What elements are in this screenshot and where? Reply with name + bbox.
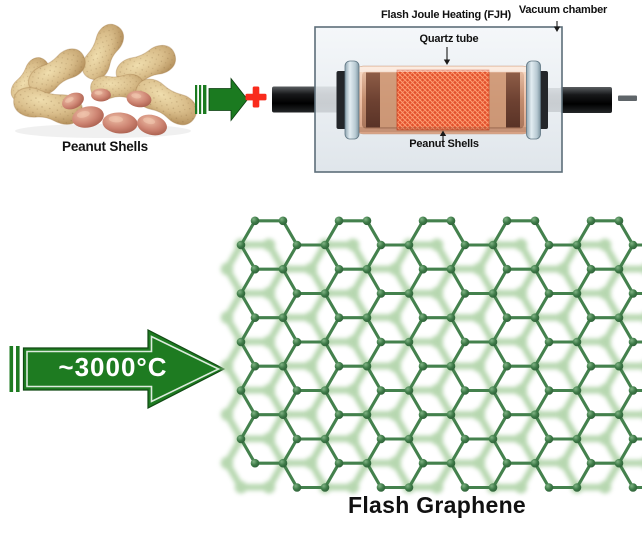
tube-peanut-shells-label: Peanut Shells	[409, 138, 479, 150]
peanut-shells-caption: Peanut Shells	[62, 139, 148, 154]
graphene-lattice	[220, 216, 642, 494]
vacuum-chamber-label: Vacuum chamber	[518, 4, 608, 16]
label-pointer-heads	[439, 26, 561, 136]
quartz-tube-assembly	[336, 60, 548, 140]
temperature-arrow	[9, 329, 226, 409]
flash-graphene-caption: Flash Graphene	[347, 492, 527, 518]
left-collar	[344, 60, 360, 140]
fjh-label: Flash Joule Heating (FJH)	[380, 9, 512, 21]
right-collar	[526, 60, 541, 140]
left-inner-electrode	[366, 72, 380, 128]
plus-icon	[245, 86, 267, 108]
right-inner-electrode	[506, 72, 520, 128]
process-arrow-icon	[195, 77, 249, 122]
label-pointers	[442, 21, 558, 142]
quartz-tube-label: Quartz tube	[419, 33, 479, 45]
peanut-shells-hot-zone	[396, 69, 490, 131]
temperature-label: ~3000°C	[58, 352, 168, 382]
minus-icon	[618, 95, 637, 101]
peanut-pile-image	[6, 19, 203, 139]
